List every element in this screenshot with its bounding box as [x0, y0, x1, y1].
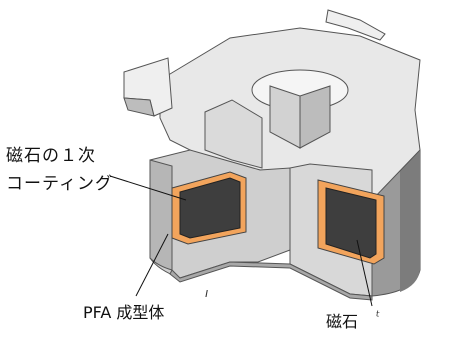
base-rim — [169, 261, 373, 301]
right-side-wall-highlight — [385, 130, 420, 292]
leader-line-coating — [109, 175, 187, 201]
label-coating-line1: 磁石の１次 — [6, 146, 96, 166]
label-coating-line2: コーティング — [6, 174, 113, 194]
label-pfa-molding: PFA 成型体 — [83, 303, 165, 322]
label-fragment-t: ᵗ — [376, 309, 381, 325]
central-bore-inner-wall-right — [299, 85, 331, 149]
label-magnet: 磁石 — [326, 312, 359, 331]
right-magnet — [325, 187, 377, 259]
flange-tab-left-side — [123, 97, 155, 117]
leader-line-pfa — [135, 233, 169, 297]
cutaway-inner-step — [204, 99, 263, 169]
left-magnet — [179, 177, 241, 239]
leader-line-magnet — [356, 239, 373, 307]
label-fragment-n: ı — [205, 286, 209, 300]
flange-tab-top — [325, 9, 386, 41]
cutaway-left-front-face — [149, 159, 173, 271]
